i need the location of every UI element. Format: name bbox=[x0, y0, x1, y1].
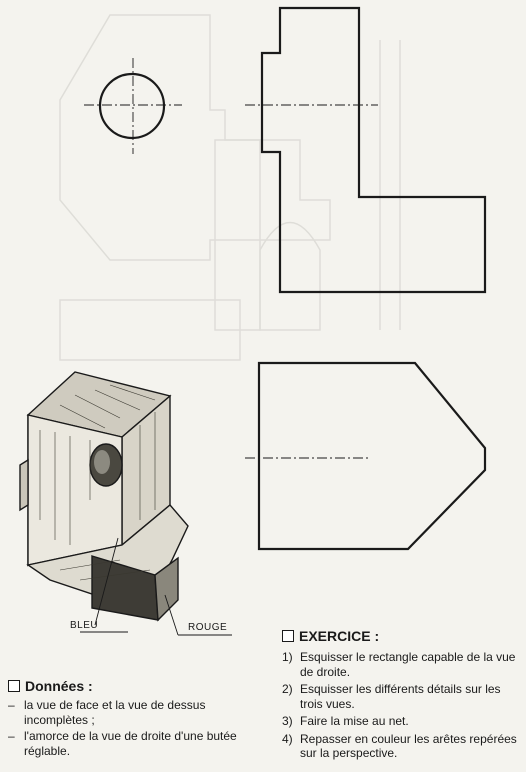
exercice-heading: EXERCICE : bbox=[282, 628, 520, 644]
bleu-pointer bbox=[94, 537, 119, 626]
checkbox-square-icon bbox=[282, 630, 294, 642]
top-view-outline bbox=[245, 361, 487, 551]
exercice-list: 1) Esquisser le rectangle capable de la … bbox=[282, 650, 520, 761]
hole-circle bbox=[98, 72, 166, 140]
label-bleu: BLEU bbox=[70, 620, 99, 631]
donnees-list: – la vue de face et la vue de dessus inc… bbox=[8, 698, 258, 758]
checkbox-square-icon bbox=[8, 680, 20, 692]
rouge-pointer bbox=[164, 594, 179, 636]
donnees-heading: Données : bbox=[8, 678, 258, 694]
exercice-item: 2) Esquisser les différents détails sur … bbox=[282, 682, 501, 711]
exercice-section: EXERCICE : 1) Esquisser le rectangle cap… bbox=[282, 628, 520, 764]
donnees-item: – la vue de face et la vue de dessus inc… bbox=[8, 698, 206, 727]
isometric-perspective bbox=[19, 371, 232, 636]
exercice-item: 4) Repasser en couleur les arêtes repéré… bbox=[282, 731, 517, 761]
donnees-title: Données : bbox=[25, 678, 93, 694]
donnees-item: – l'amorce de la vue de droite d'une but… bbox=[8, 729, 237, 758]
label-rouge: ROUGE bbox=[188, 622, 228, 633]
top-right-profile bbox=[245, 6, 487, 294]
exercice-item: 1) Esquisser le rectangle capable de la … bbox=[282, 650, 516, 679]
exercice-title: EXERCICE : bbox=[299, 628, 380, 644]
donnees-section: Données : – la vue de face et la vue de … bbox=[8, 678, 258, 760]
exercice-item: 3) Faire la mise au net. bbox=[282, 714, 409, 728]
front-view-hole bbox=[84, 58, 182, 154]
